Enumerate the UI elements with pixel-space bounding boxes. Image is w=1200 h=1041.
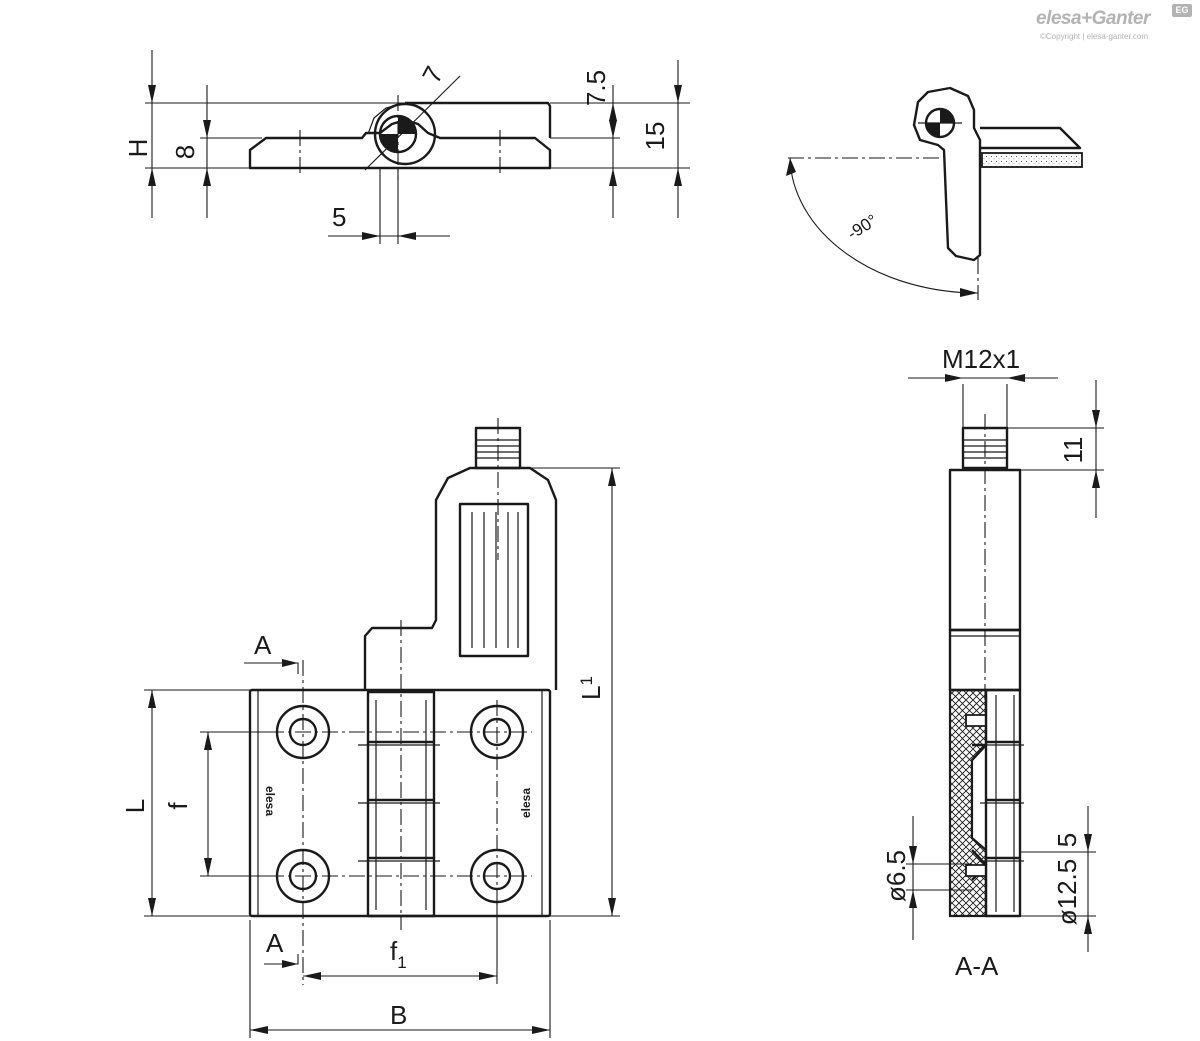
label-dim-7: 7 xyxy=(416,61,449,88)
label-dim-h: H xyxy=(123,139,153,158)
label-dim-11: 11 xyxy=(1058,437,1088,464)
brand-name: elesa+Ganter xyxy=(1036,8,1150,29)
label-dim-f1: f1 xyxy=(390,936,407,972)
section-view: M12x1 11 ø6.5 5 ø12.5 A-A xyxy=(881,344,1104,981)
label-dim-d6-5: ø6.5 xyxy=(881,850,911,902)
logo-right: elesa xyxy=(519,788,533,818)
brand-copyright: ©Copyright | elesa-ganter.com xyxy=(1040,32,1149,41)
label-dim-8: 8 xyxy=(170,145,200,159)
label-section-a-top: A xyxy=(254,630,272,660)
label-thread: M12x1 xyxy=(942,344,1020,374)
label-dim-5: 5 xyxy=(332,202,346,232)
label-dim-l1: L1 xyxy=(576,676,606,700)
front-view: elesa elesa A A L f L1 f1 xyxy=(120,418,620,1038)
mounted-view: -90° xyxy=(786,86,1083,300)
label-dim-d12-5: ø12.5 xyxy=(1052,859,1082,926)
brand-badge: EG xyxy=(1172,4,1192,17)
label-section-a-bottom: A xyxy=(266,928,284,958)
label-dim-5-right: 5 xyxy=(1052,833,1082,847)
label-dim-l: L xyxy=(120,799,150,813)
label-angle: -90° xyxy=(844,211,881,244)
label-dim-7-5: 7.5 xyxy=(581,70,611,106)
side-view-top: 7 H 8 7.5 15 5 xyxy=(123,50,690,244)
brand-logo: elesa+Ganter EG ©Copyright | elesa-gante… xyxy=(1036,4,1192,41)
logo-left: elesa xyxy=(263,786,277,816)
label-dim-f: f xyxy=(163,802,193,810)
label-dim-b: B xyxy=(390,1000,407,1030)
label-dim-15: 15 xyxy=(640,122,670,151)
label-section-title: A-A xyxy=(955,951,999,981)
